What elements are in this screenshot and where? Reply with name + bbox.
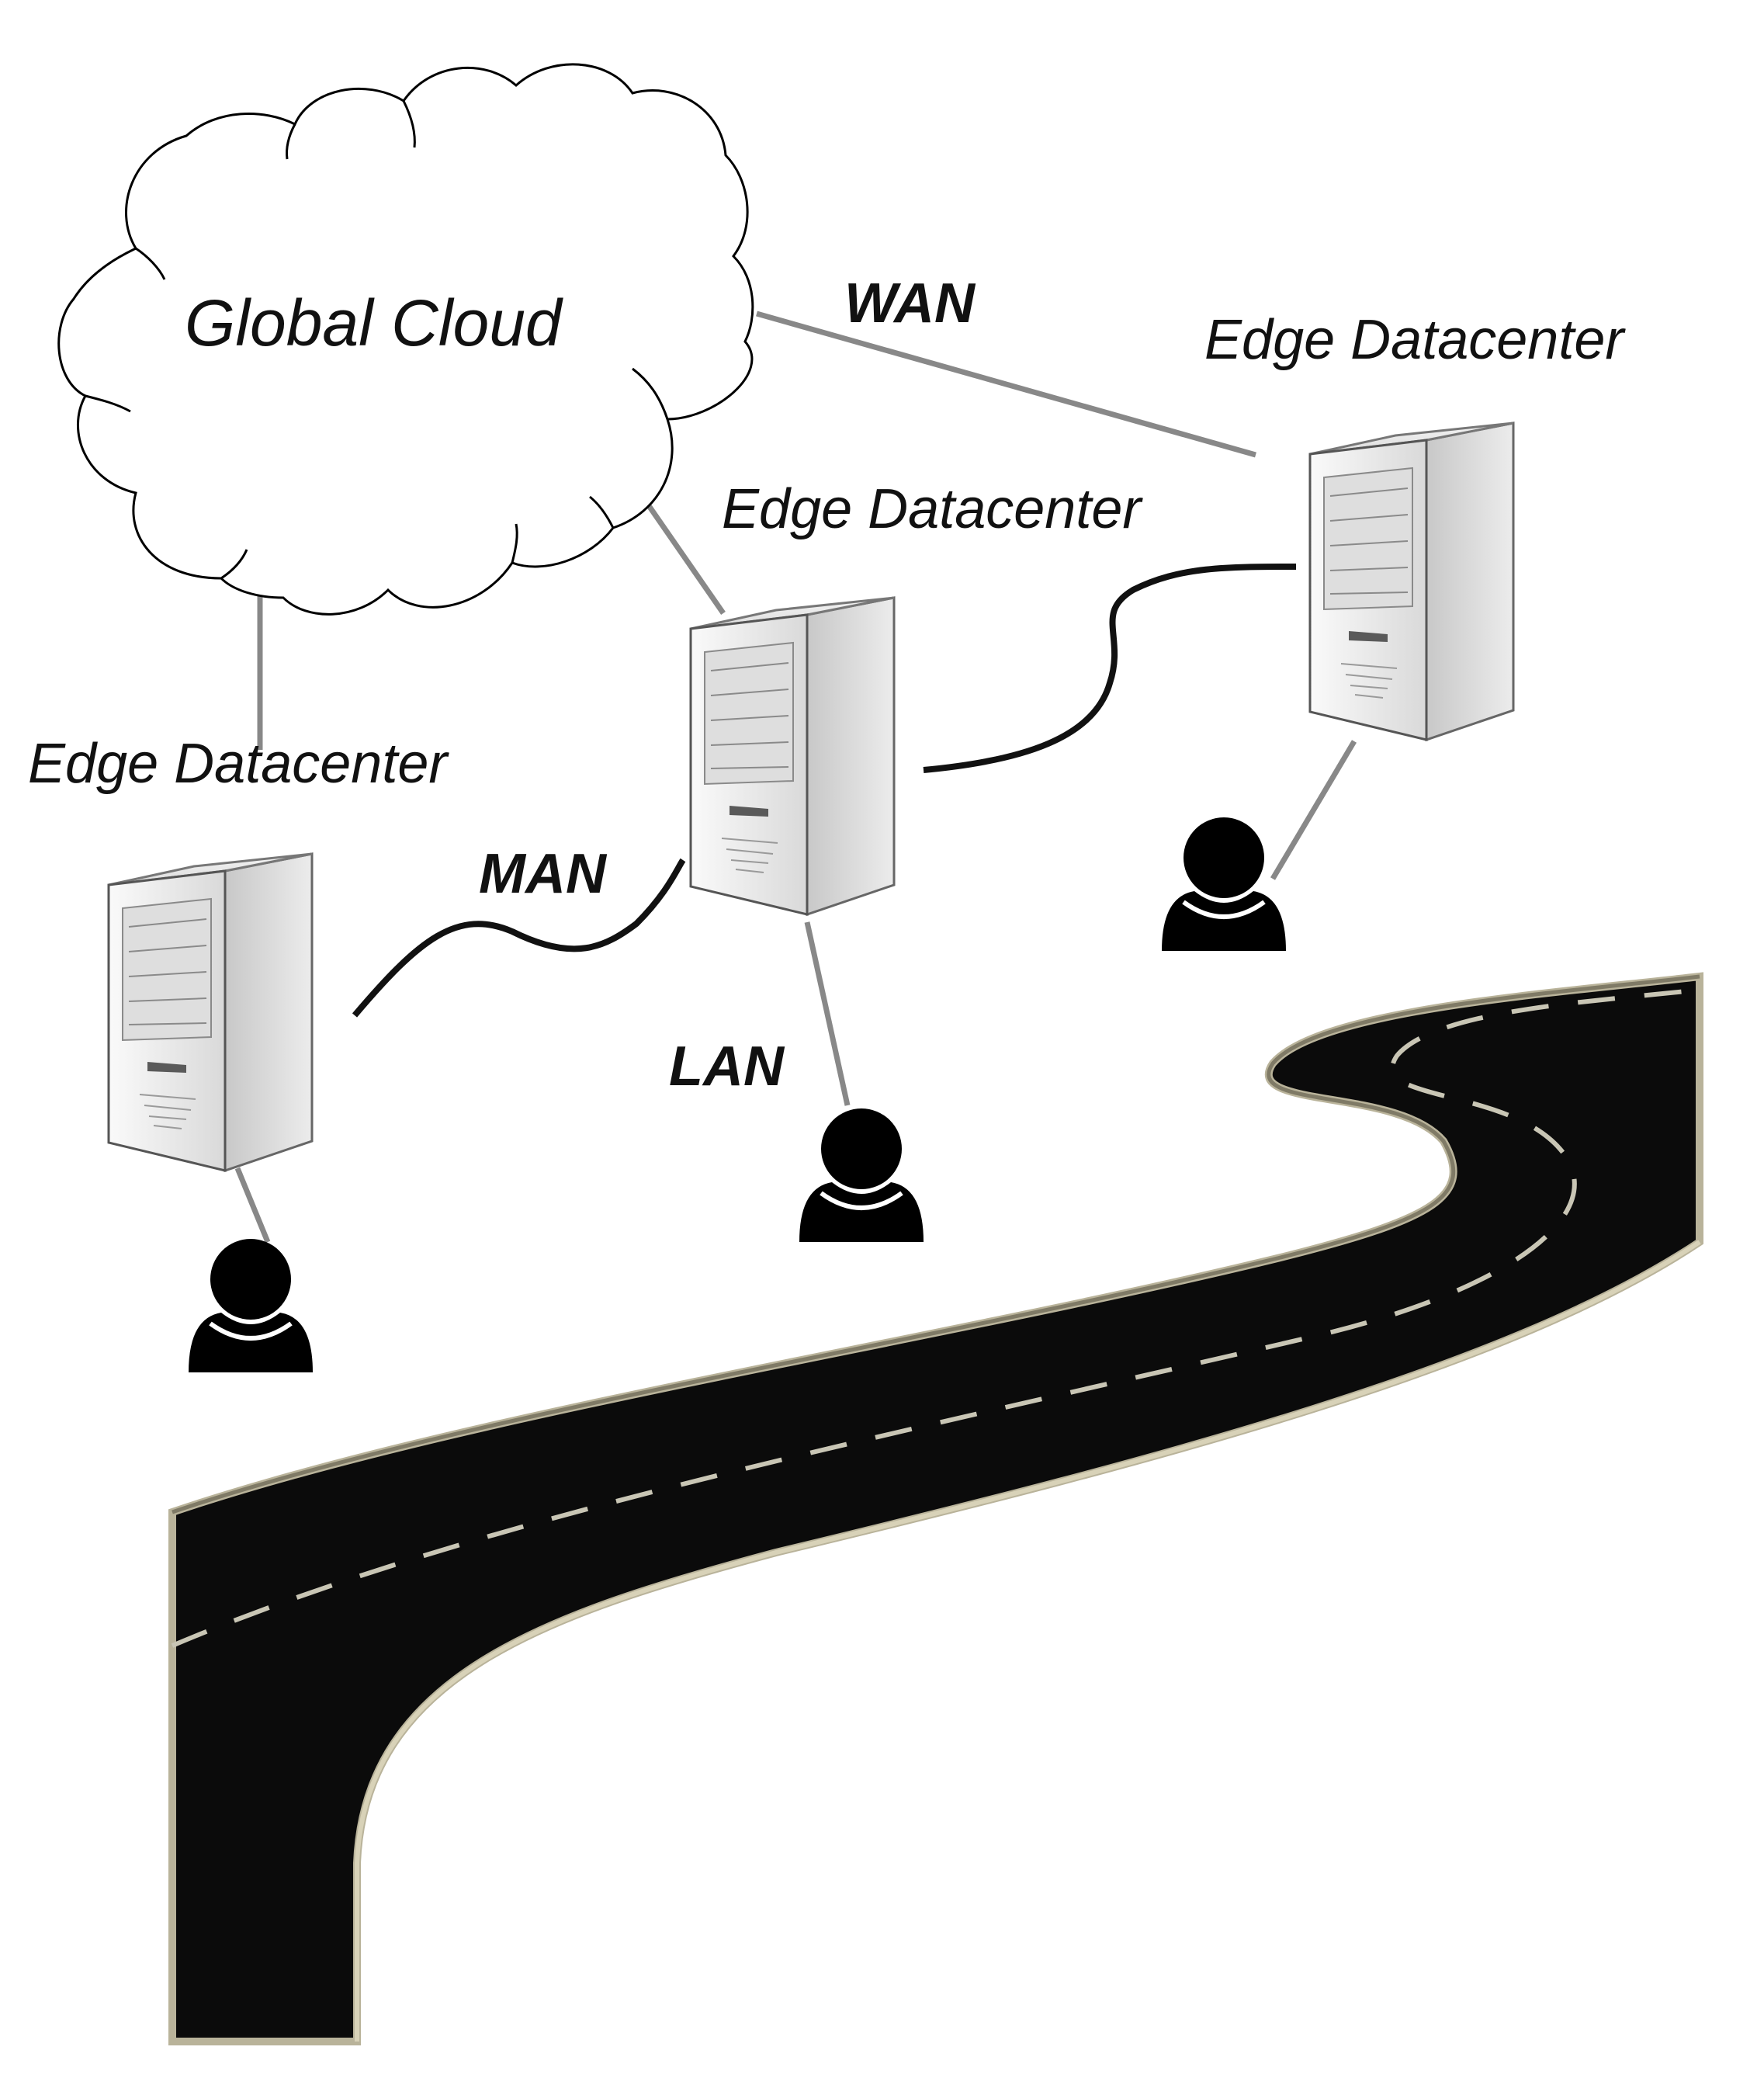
lan-line-left (234, 1167, 271, 1244)
user-icon (189, 1239, 313, 1372)
datacenter-label-left: Edge Datacenter (28, 733, 449, 795)
user-icon (1162, 817, 1286, 951)
lan-line-right (1270, 740, 1357, 880)
edge-datacenter-left (107, 852, 314, 1172)
road-illustration (168, 972, 1703, 2045)
cloud-to-center-line (646, 503, 726, 615)
edge-datacenter-center (689, 596, 896, 916)
edge-datacenter-right (1308, 421, 1515, 741)
wan-link-line (756, 310, 1256, 458)
lane-marking (171, 987, 1700, 1648)
road-surface (168, 972, 1703, 2045)
lan-line-center (804, 921, 851, 1106)
cloud-shape (57, 63, 754, 616)
lan-label: LAN (669, 1036, 785, 1098)
global-cloud: Global Cloud (57, 63, 754, 616)
man-link-line (352, 858, 686, 1018)
cloud-label: Global Cloud (185, 286, 563, 359)
connections (234, 310, 1357, 1244)
datacenter-label-right: Edge Datacenter (1204, 309, 1626, 371)
edge-link-line (923, 564, 1297, 773)
user-icon (799, 1108, 924, 1242)
datacenter-label-center: Edge Datacenter (722, 478, 1143, 540)
man-label: MAN (479, 843, 608, 905)
wan-label: WAN (844, 272, 976, 335)
